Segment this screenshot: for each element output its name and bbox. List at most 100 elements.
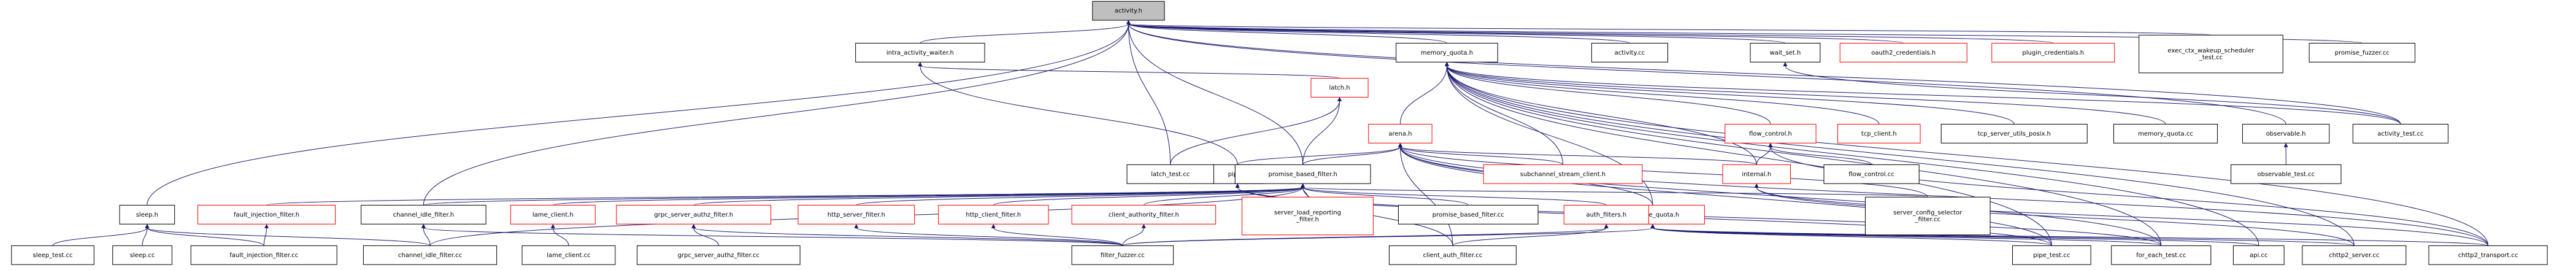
edge-chttp2-server-cc-to-resource-quota-h bbox=[1650, 223, 2355, 246]
edge-fault-injection-filter-cc-to-fault-injection-filter-h bbox=[263, 223, 269, 246]
edge-lame-client-h-to-promise-based-filter-h bbox=[552, 183, 1305, 206]
node-box bbox=[1839, 42, 1967, 63]
edge-intra-activity-waiter-h-to-activity-h bbox=[920, 20, 1131, 44]
node-internal-h[interactable]: internal.h bbox=[1722, 164, 1791, 184]
node-box bbox=[1991, 42, 2115, 63]
node-chttp2-transport-cc[interactable]: chttp2_transport.cc bbox=[2428, 245, 2548, 265]
node-box bbox=[1242, 196, 1374, 236]
node-activity-test-cc[interactable]: activity_test.cc bbox=[2352, 123, 2449, 144]
node-box bbox=[119, 204, 175, 225]
node-client-authority-filter-h[interactable]: client_authority_filter.h bbox=[1071, 204, 1217, 225]
node-flow-control-cc[interactable]: flow_control.cc bbox=[1823, 164, 1920, 184]
node-memory-quota-cc[interactable]: memory_quota.cc bbox=[2113, 123, 2218, 144]
node-sleep-cc[interactable]: sleep.cc bbox=[112, 245, 172, 265]
node-promise-based-filter-h[interactable]: promise_based_filter.h bbox=[1234, 164, 1371, 184]
node-label: auth_filters.h bbox=[1586, 212, 1627, 218]
edge-filter-fuzzer-cc-to-auth-filters-h bbox=[1122, 223, 1609, 246]
edge-tcp-client-h-to-memory-quota-h bbox=[1445, 61, 1880, 125]
edge-promise-based-filter-h-to-activity-h bbox=[1126, 20, 1304, 165]
node-channel-idle-filter-cc[interactable]: channel_idle_filter.cc bbox=[363, 245, 498, 265]
edge-layer bbox=[52, 20, 2489, 246]
node-box bbox=[1071, 204, 1217, 225]
node-lame-client-cc[interactable]: lame_client.cc bbox=[521, 245, 616, 265]
node-filter-fuzzer-cc[interactable]: filter_fuzzer.cc bbox=[1071, 245, 1174, 265]
node-http-server-filter-h[interactable]: http_server_filter.h bbox=[798, 204, 915, 225]
node-box bbox=[1865, 196, 1991, 236]
edge-filter-fuzzer-cc-to-client-authority-filter-h bbox=[1122, 223, 1146, 246]
node-box bbox=[1837, 123, 1921, 144]
node-http-client-filter-h[interactable]: http_client_filter.h bbox=[938, 204, 1049, 225]
node-label: http_client_filter.h bbox=[966, 212, 1021, 218]
node-label: promise_based_filter.h bbox=[1268, 171, 1337, 178]
node-label: tcp_server_utils_posix.h bbox=[1978, 131, 2051, 137]
edge-channel-idle-filter-h-to-promise-based-filter-h bbox=[423, 183, 1305, 206]
node-label: wait_set.h bbox=[1770, 50, 1801, 56]
node-sleep-h[interactable]: sleep.h bbox=[119, 204, 175, 225]
node-exec-ctx-wakeup[interactable]: exec_ctx_wakeup_scheduler_test.cc bbox=[2139, 34, 2283, 74]
node-label: server_config_selector bbox=[1893, 210, 1963, 217]
node-pipe-test-cc[interactable]: pipe_test.cc bbox=[2012, 245, 2091, 265]
node-observable-h[interactable]: observable.h bbox=[2242, 123, 2330, 144]
node-arena-h[interactable]: arena.h bbox=[1368, 123, 1432, 144]
node-activity-h[interactable]: activity.h bbox=[1092, 1, 1165, 21]
edge-activity-test-cc-to-memory-quota-h bbox=[1445, 61, 2401, 125]
edge-server-config-selector-filter-cc-to-arena-h bbox=[1398, 142, 1928, 198]
node-activity-cc[interactable]: activity.cc bbox=[1591, 42, 1669, 63]
node-fault-injection-filter-cc[interactable]: fault_injection_filter.cc bbox=[190, 245, 337, 265]
node-memory-quota-h[interactable]: memory_quota.h bbox=[1396, 42, 1498, 63]
node-grpc-server-authz-filter-h[interactable]: grpc_server_authz_filter.h bbox=[616, 204, 772, 225]
node-flow-control-h[interactable]: flow_control.h bbox=[1724, 123, 1817, 144]
node-label: _test.cc bbox=[2199, 55, 2223, 61]
node-box bbox=[2111, 245, 2212, 265]
node-tcp-server-utils-posix-h[interactable]: tcp_server_utils_posix.h bbox=[1940, 123, 2088, 144]
node-label: observable.h bbox=[2266, 131, 2306, 137]
node-box bbox=[2232, 245, 2285, 265]
node-grpc-server-authz-filter-cc[interactable]: grpc_server_authz_filter.cc bbox=[637, 245, 801, 265]
node-oauth2-credentials-h[interactable]: oauth2_credentials.h bbox=[1839, 42, 1967, 63]
node-box bbox=[855, 42, 985, 63]
node-label: sleep_test.cc bbox=[33, 252, 72, 259]
edge-memory-quota-cc-to-memory-quota-h bbox=[1445, 61, 2166, 125]
node-channel-idle-filter-h[interactable]: channel_idle_filter.h bbox=[361, 204, 486, 225]
node-lame-client-h[interactable]: lame_client.h bbox=[510, 204, 596, 225]
node-auth-filters-h[interactable]: auth_filters.h bbox=[1563, 204, 1649, 225]
node-promise-fuzzer-cc[interactable]: promise_fuzzer.cc bbox=[2309, 42, 2416, 63]
node-label: channel_idle_filter.h bbox=[393, 212, 455, 218]
node-latch-h[interactable]: latch.h bbox=[1310, 78, 1369, 98]
edge-latch-h-to-intra-activity-waiter-h bbox=[918, 61, 1340, 79]
node-box bbox=[1234, 164, 1371, 184]
node-tcp-client-h[interactable]: tcp_client.h bbox=[1837, 123, 1921, 144]
node-sleep-test-cc[interactable]: sleep_test.cc bbox=[11, 245, 94, 265]
node-label: fault_injection_filter.h bbox=[234, 212, 299, 218]
node-for-each-test-cc[interactable]: for_each_test.cc bbox=[2111, 245, 2212, 265]
node-plugin-credentials-h[interactable]: plugin_credentials.h bbox=[1991, 42, 2115, 63]
node-subchannel-stream-client-h[interactable]: subchannel_stream_client.h bbox=[1483, 164, 1643, 184]
node-client-auth-filter-cc[interactable]: client_auth_filter.cc bbox=[1388, 245, 1517, 265]
edge-chttp2-transport-cc-to-flow-control-h bbox=[1768, 142, 2489, 246]
node-fault-injection-filter-h[interactable]: fault_injection_filter.h bbox=[197, 204, 336, 225]
node-api-cc[interactable]: api.cc bbox=[2232, 245, 2285, 265]
edge-flow-control-cc-to-flow-control-h bbox=[1768, 142, 1872, 165]
node-label: flow_control.cc bbox=[1848, 171, 1894, 178]
node-label: activity_test.cc bbox=[2377, 131, 2423, 137]
node-latch-test-cc[interactable]: latch_test.cc bbox=[1126, 164, 1214, 184]
node-label: oauth2_credentials.h bbox=[1871, 50, 1936, 56]
node-label: http_server_filter.h bbox=[828, 212, 885, 218]
node-promise-based-filter-cc[interactable]: promise_based_filter.cc bbox=[1398, 204, 1539, 225]
node-chttp2-server-cc[interactable]: chttp2_server.cc bbox=[2302, 245, 2407, 265]
node-wait-set-h[interactable]: wait_set.h bbox=[1750, 42, 1821, 63]
node-box bbox=[1310, 78, 1369, 98]
edge-activity-test-cc-to-wait-set-h bbox=[1783, 61, 2401, 125]
node-server-config-selector-filter-cc[interactable]: server_config_selector_filter.cc bbox=[1865, 196, 1991, 236]
node-box bbox=[1483, 164, 1643, 184]
node-label: filter_fuzzer.cc bbox=[1101, 252, 1145, 259]
node-observable-test-cc[interactable]: observable_test.cc bbox=[2231, 164, 2342, 184]
node-box bbox=[11, 245, 94, 265]
node-label: sleep.cc bbox=[130, 252, 155, 259]
node-server-load-reporting-filter-h[interactable]: server_load_reporting_filter.h bbox=[1242, 196, 1374, 236]
node-intra-activity-waiter-h[interactable]: intra_activity_waiter.h bbox=[855, 42, 985, 63]
node-label: latch.h bbox=[1329, 85, 1350, 91]
edge-internal-h-to-memory-quota-h bbox=[1444, 61, 1757, 165]
node-label: chttp2_transport.cc bbox=[2458, 252, 2518, 259]
